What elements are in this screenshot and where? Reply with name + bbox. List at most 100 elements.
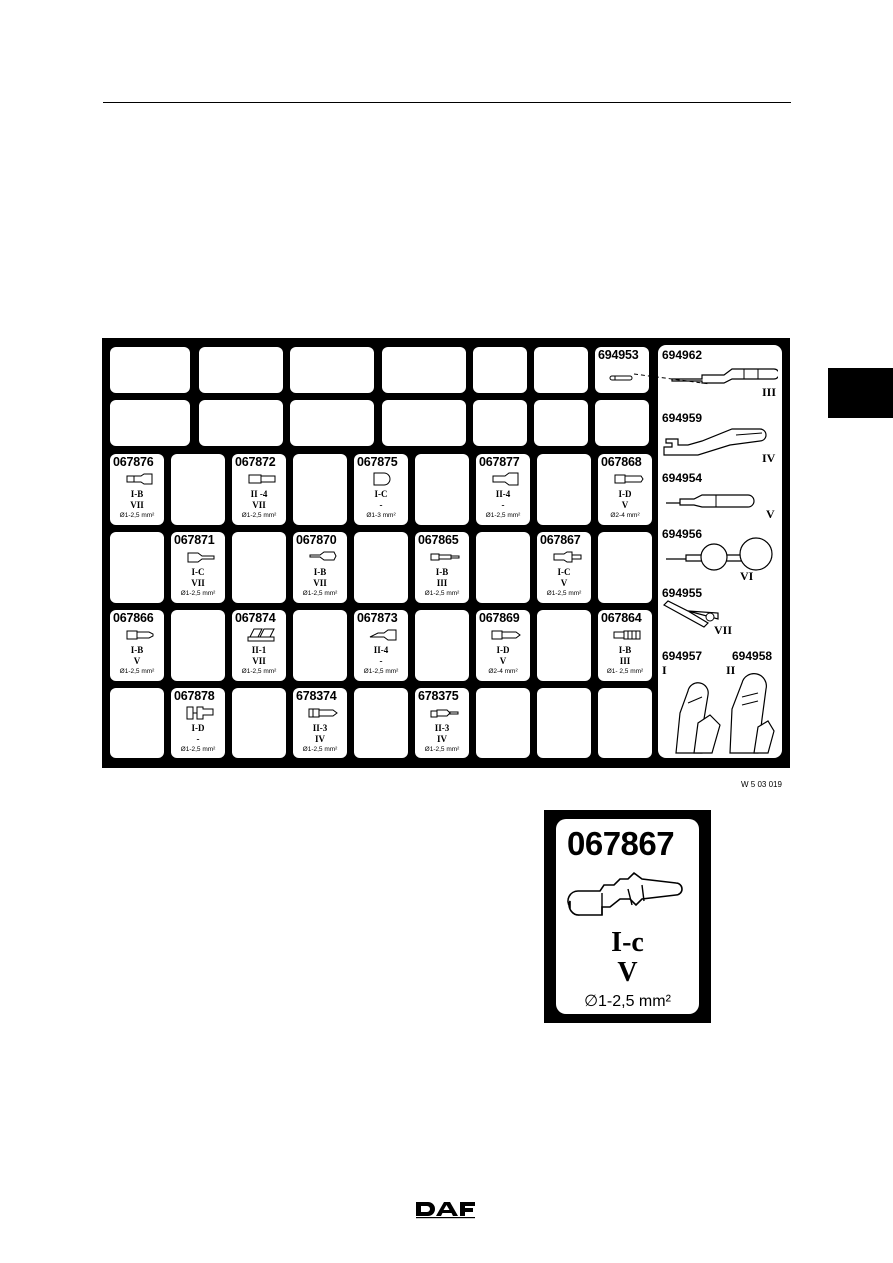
wire-size: Ø1-2,5 mm² bbox=[119, 512, 155, 519]
wire-size: Ø1-2,5 mm² bbox=[180, 590, 216, 597]
empty-slot bbox=[293, 454, 347, 525]
empty-slot bbox=[290, 400, 374, 446]
extraction-tool-icon bbox=[666, 494, 755, 508]
tool-code: V bbox=[499, 656, 507, 666]
tool-panel: 694962 III 694959 IV 694954 V 694956 VI … bbox=[658, 345, 782, 758]
pliers-number: 694958 bbox=[732, 649, 773, 663]
terminal-icon bbox=[430, 709, 459, 718]
wire-size: Ø1-2,5 mm² bbox=[546, 590, 582, 597]
crimp-code: I-B bbox=[435, 567, 449, 577]
tool-code: IV bbox=[436, 734, 447, 744]
terminal-cell: 067873 II-4 - Ø1-2,5 mm² bbox=[354, 610, 408, 681]
terminal-icon bbox=[308, 708, 338, 718]
daf-logo bbox=[414, 1198, 477, 1220]
wire-size: Ø1-2,5 mm² bbox=[302, 746, 338, 753]
small-tool-slot: 694953 bbox=[595, 347, 649, 393]
terminal-number: 678374 bbox=[296, 689, 337, 703]
crimp-code: I-D bbox=[618, 489, 632, 499]
leader-line bbox=[633, 373, 711, 385]
empty-slot bbox=[537, 610, 591, 681]
empty-slot bbox=[534, 400, 588, 446]
empty-slot bbox=[354, 688, 408, 758]
tool-board: 694953 067876 I-B VII Ø1-2,5 mm² 067872 … bbox=[102, 338, 790, 768]
terminal-cell: 067877 II-4 - Ø1-2,5 mm² bbox=[476, 454, 530, 525]
tool-code: III bbox=[619, 656, 631, 666]
empty-slot bbox=[598, 532, 652, 603]
tool-roman: IV bbox=[762, 451, 776, 465]
terminal-number: 678375 bbox=[418, 689, 459, 703]
crimp-code: II-4 bbox=[495, 489, 511, 499]
empty-slot bbox=[110, 400, 190, 446]
terminal-icon bbox=[126, 630, 154, 640]
empty-slot bbox=[171, 610, 225, 681]
tool-code: - bbox=[379, 500, 383, 510]
tool-code: IV bbox=[314, 734, 325, 744]
pliers-number: 694957 bbox=[662, 649, 703, 663]
section-tab bbox=[828, 368, 893, 418]
terminal-icon bbox=[613, 630, 641, 640]
terminal-number: 067867 bbox=[540, 533, 581, 547]
terminal-number: 067873 bbox=[357, 611, 398, 625]
terminal-icon bbox=[491, 630, 521, 640]
crimp-code: II-3 bbox=[312, 723, 328, 733]
wire-size: Ø1-2,5 mm² bbox=[424, 746, 460, 753]
wire-size: Ø1-2,5 mm² bbox=[363, 668, 399, 675]
terminal-number: 067876 bbox=[113, 455, 154, 469]
crimp-code: I-B bbox=[130, 489, 144, 499]
crimp-code: I-B bbox=[618, 645, 632, 655]
wire-size: Ø1-2,5 mm² bbox=[424, 590, 460, 597]
empty-slot bbox=[598, 688, 652, 758]
terminal-cell: 067865 I-B III Ø1-2,5 mm² bbox=[415, 532, 469, 603]
terminal-icon bbox=[492, 472, 519, 486]
empty-slot bbox=[199, 347, 283, 393]
terminal-cell: 067870 I-B VII Ø1-2,5 mm² bbox=[293, 532, 347, 603]
header-rule bbox=[103, 102, 791, 103]
empty-slot bbox=[171, 454, 225, 525]
wire-size: Ø1-2,5 mm² bbox=[241, 668, 277, 675]
crimp-code: I-C bbox=[191, 567, 205, 577]
empty-slot bbox=[232, 532, 286, 603]
terminal-number: 067865 bbox=[418, 533, 459, 547]
tool-code: V bbox=[133, 656, 141, 666]
terminal-cell: 067874 II-1 VII Ø1-2,5 mm² bbox=[232, 610, 286, 681]
terminal-cell: 067875 I-C - Ø1-3 mm² bbox=[354, 454, 408, 525]
empty-slot bbox=[473, 400, 527, 446]
terminal-icon bbox=[373, 472, 391, 486]
tool-number: 694962 bbox=[662, 348, 703, 362]
tool-roman: V bbox=[766, 507, 775, 521]
terminal-icon bbox=[614, 474, 644, 484]
terminal-cell: 067876 I-B VII Ø1-2,5 mm² bbox=[110, 454, 164, 525]
terminal-number: 067868 bbox=[601, 455, 642, 469]
empty-slot bbox=[110, 688, 164, 758]
wire-size: Ø1-2,5 mm² bbox=[241, 512, 277, 519]
tool-code: - bbox=[501, 500, 505, 510]
terminal-cell: 678374 II-3 IV Ø1-2,5 mm² bbox=[293, 688, 347, 758]
wire-size: Ø1- 2,5 mm² bbox=[606, 668, 644, 675]
empty-slot bbox=[232, 688, 286, 758]
wire-size: Ø1-2,5 mm² bbox=[302, 590, 338, 597]
empty-slot bbox=[382, 347, 466, 393]
detail-wire-size: ∅1-2,5 mm² bbox=[584, 993, 671, 1010]
figure-reference: W 5 03 019 bbox=[741, 780, 782, 789]
terminal-cell: 678375 II-3 IV Ø1-2,5 mm² bbox=[415, 688, 469, 758]
empty-slot bbox=[534, 347, 588, 393]
terminal-number: 067875 bbox=[357, 455, 398, 469]
terminal-icon bbox=[187, 552, 215, 563]
empty-slot bbox=[537, 688, 591, 758]
terminal-icon bbox=[309, 551, 337, 561]
wire-size: Ø1-2,5 mm² bbox=[180, 746, 216, 753]
empty-slot bbox=[473, 347, 527, 393]
tool-code: III bbox=[436, 578, 448, 588]
empty-slot bbox=[110, 532, 164, 603]
key-tool-icon bbox=[663, 600, 719, 628]
crimp-code: II-1 bbox=[251, 645, 267, 655]
tool-code: VII bbox=[252, 500, 266, 510]
detail-label-card: 067867 I-c V ∅1-2,5 mm² bbox=[556, 819, 699, 1014]
tool-code: - bbox=[196, 734, 200, 744]
terminal-icon bbox=[430, 553, 460, 561]
empty-slot bbox=[293, 610, 347, 681]
wire-size: Ø2-4 mm² bbox=[610, 512, 640, 519]
crimp-code: II-4 bbox=[373, 645, 389, 655]
tool-roman: III bbox=[762, 385, 777, 399]
crimp-code: I-D bbox=[191, 723, 205, 733]
